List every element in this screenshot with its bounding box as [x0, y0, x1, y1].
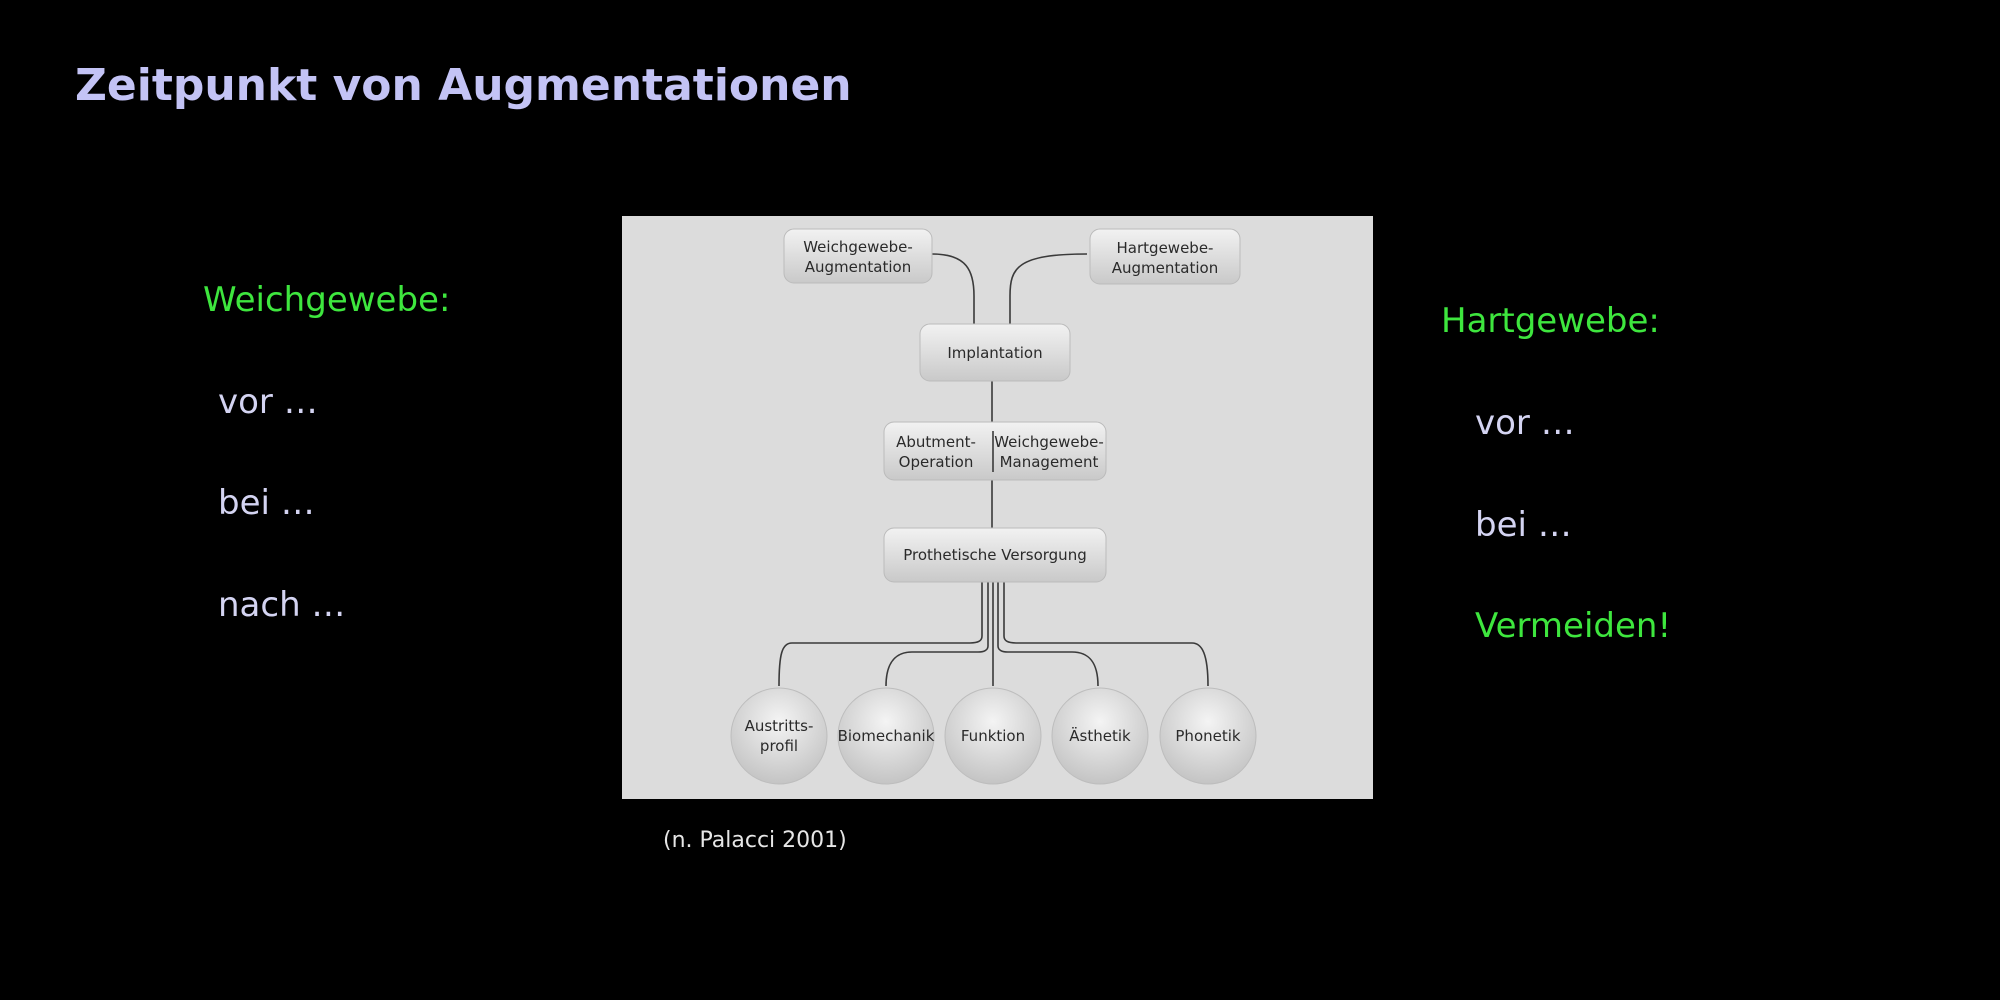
- node-phonetics: Phonetik: [1159, 687, 1257, 785]
- soft-tissue-item-after: nach …: [218, 585, 346, 625]
- soft-tissue-heading: Weichgewebe:: [203, 280, 451, 320]
- soft-tissue-item-before: vor …: [218, 382, 318, 422]
- svg-text:Augmentation: Augmentation: [1112, 259, 1218, 277]
- svg-text:Operation: Operation: [899, 453, 974, 471]
- figure-caption: (n. Palacci 2001): [663, 828, 847, 853]
- node-implantation: Implantation: [919, 323, 1071, 382]
- svg-text:Weichgewebe-: Weichgewebe-: [803, 238, 913, 256]
- svg-text:Weichgewebe-: Weichgewebe-: [994, 433, 1104, 451]
- svg-text:profil: profil: [760, 737, 798, 755]
- node-hard-tissue-augmentation: Hartgewebe- Augmentation: [1089, 228, 1241, 285]
- node-function: Funktion: [944, 687, 1042, 785]
- svg-text:Management: Management: [1000, 453, 1099, 471]
- svg-text:Funktion: Funktion: [961, 727, 1025, 745]
- svg-text:Biomechanik: Biomechanik: [838, 727, 935, 745]
- node-aesthetics: Ästhetik: [1051, 687, 1149, 785]
- treatment-flow-diagram: Weichgewebe- Augmentation Hartgewebe- Au…: [622, 216, 1373, 799]
- hard-tissue-heading: Hartgewebe:: [1441, 301, 1660, 341]
- node-emergence-profile: Austritts- profil: [730, 687, 828, 785]
- svg-text:Austritts-: Austritts-: [745, 717, 814, 735]
- svg-text:Abutment-: Abutment-: [896, 433, 976, 451]
- hard-tissue-item-during: bei …: [1475, 505, 1572, 545]
- svg-text:Prothetische Versorgung: Prothetische Versorgung: [903, 546, 1086, 564]
- slide-title: Zeitpunkt von Augmentationen: [75, 60, 852, 111]
- diagram-connectors: [778, 253, 1209, 687]
- soft-tissue-item-during: bei …: [218, 483, 315, 523]
- svg-text:Implantation: Implantation: [947, 344, 1042, 362]
- node-soft-tissue-augmentation: Weichgewebe- Augmentation: [783, 228, 933, 284]
- svg-text:Ästhetik: Ästhetik: [1069, 726, 1131, 745]
- node-abutment-soft-tissue-management: Abutment- Operation Weichgewebe- Managem…: [883, 421, 1107, 481]
- hard-tissue-warning: Vermeiden!: [1475, 606, 1672, 646]
- node-prosthetic-restoration: Prothetische Versorgung: [883, 527, 1107, 583]
- svg-text:Phonetik: Phonetik: [1175, 727, 1241, 745]
- hard-tissue-item-before: vor …: [1475, 403, 1575, 443]
- node-biomechanics: Biomechanik: [837, 687, 935, 785]
- svg-text:Hartgewebe-: Hartgewebe-: [1117, 239, 1214, 257]
- svg-text:Augmentation: Augmentation: [805, 258, 911, 276]
